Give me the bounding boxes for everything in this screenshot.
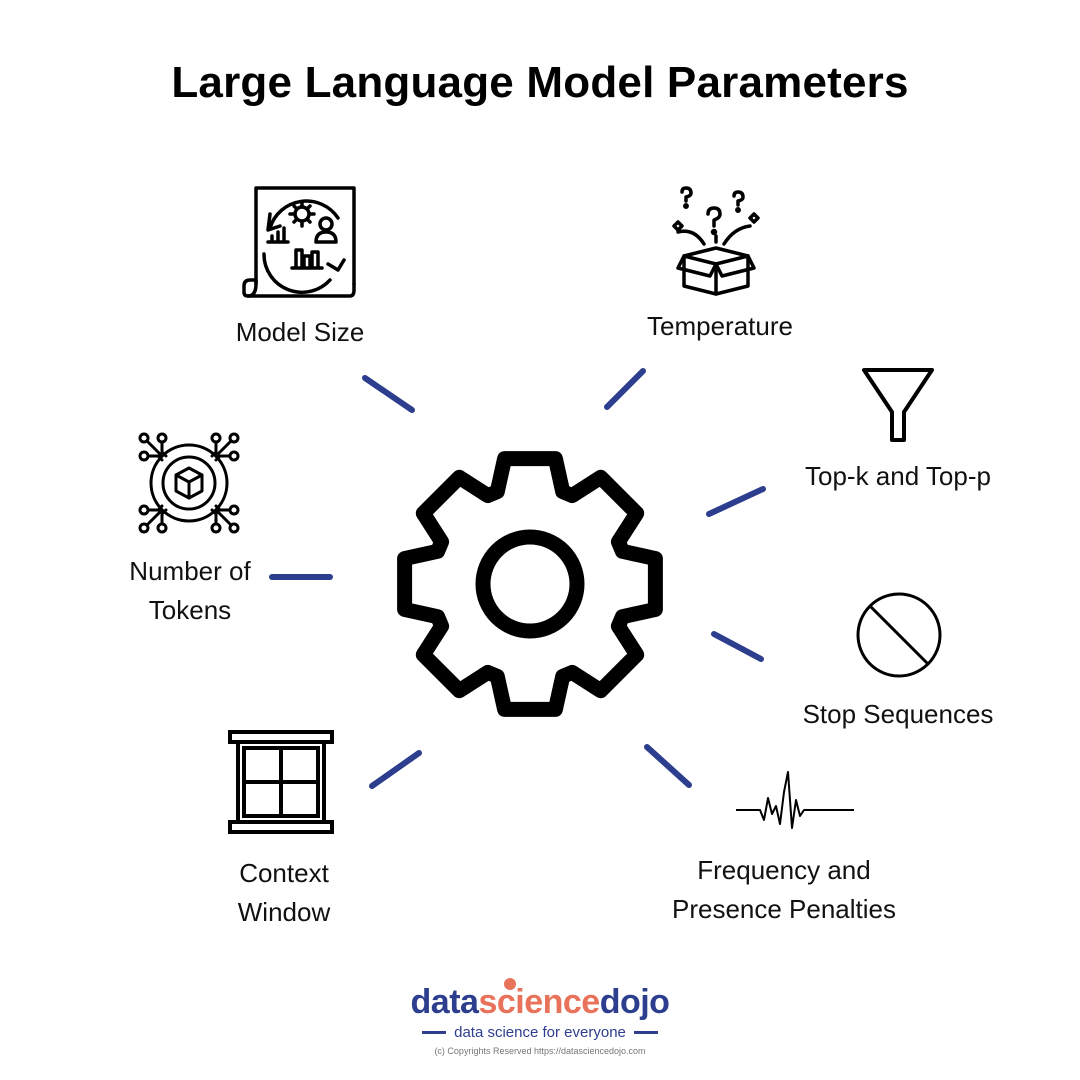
connector-stop-sequences — [711, 631, 764, 662]
brand-logo: datasciencedojo data science for everyon… — [380, 978, 700, 1041]
brand-tagline-row: data science for everyone — [380, 1024, 700, 1041]
brand-part-data: data — [410, 983, 479, 1021]
label-frequency-presence: Frequency and Presence Penalties — [644, 851, 924, 929]
funnel-icon — [862, 368, 934, 442]
connector-top-k-top-p — [706, 486, 766, 517]
model-size-icon — [242, 186, 356, 298]
surprise-box-icon — [672, 186, 760, 296]
label-frequency-line1: Frequency and — [697, 855, 871, 885]
page-title: Large Language Model Parameters — [171, 58, 909, 107]
connector-context-window — [369, 750, 422, 789]
label-context-line2: Window — [237, 897, 331, 927]
brand-part-dojo: dojo — [599, 983, 670, 1021]
label-temperature: Temperature — [647, 311, 793, 341]
copyright-footer: (c) Copyrights Reserved https://datascie… — [434, 1046, 646, 1056]
label-tokens-line2: Tokens — [148, 595, 232, 625]
label-frequency-line2: Presence Penalties — [671, 894, 897, 924]
gear-outline — [397, 451, 663, 717]
window-icon — [228, 730, 334, 834]
brand-wordmark: datasciencedojo — [410, 978, 670, 1022]
label-stop-sequences: Stop Sequences — [802, 699, 994, 729]
brand-tagline: data science for everyone — [454, 1024, 626, 1041]
label-context-line1: Context — [239, 858, 329, 888]
gear-icon — [397, 451, 663, 717]
brand-part-science: science — [478, 983, 600, 1021]
connector-model-size — [362, 375, 415, 413]
connector-frequency-presence — [644, 744, 692, 788]
prohibited-icon — [856, 592, 942, 678]
label-top-k-top-p: Top-k and Top-p — [805, 461, 991, 491]
brand-dot — [503, 978, 516, 990]
label-model-size: Model Size — [235, 317, 365, 347]
label-context-window: Context Window — [204, 854, 364, 932]
token-chip-icon — [138, 432, 240, 534]
connector-temperature — [604, 368, 646, 410]
waveform-icon — [736, 771, 854, 829]
label-tokens-line1: Number of — [129, 556, 251, 586]
tagline-bar-left — [422, 1031, 447, 1034]
label-number-of-tokens: Number of Tokens — [110, 552, 270, 630]
tagline-bar-right — [633, 1031, 658, 1034]
